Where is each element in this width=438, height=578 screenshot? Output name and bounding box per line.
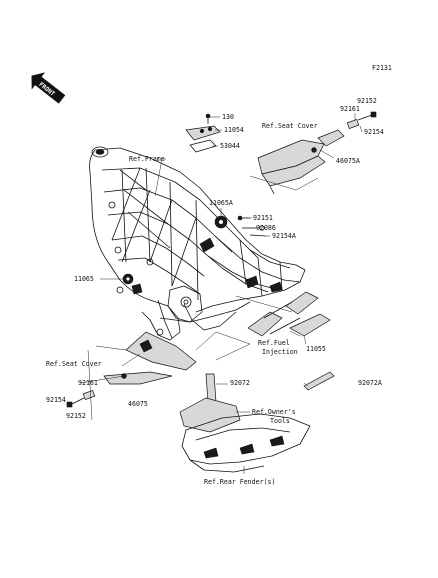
- label-92152-top: 92152: [357, 97, 377, 105]
- label-46075a: 46075A: [336, 157, 360, 165]
- label-11055: 11055: [306, 345, 326, 353]
- part-labels: 130 11054 53044 Ref.Frame Ref.Seat Cover…: [46, 97, 384, 486]
- label-11065: 11065: [74, 275, 94, 283]
- label-92154-top: 92154: [364, 128, 384, 136]
- label-11065a: 11065A: [209, 199, 233, 207]
- label-92072: 92072: [230, 379, 250, 387]
- grommet-11065-part: [122, 273, 134, 285]
- rear-fender-part: [181, 413, 311, 473]
- label-ref-fuel: Ref.Fuel: [258, 339, 290, 347]
- label-92154a: 92154A: [272, 232, 296, 240]
- label-ref-rear-fender: Ref.Rear Fender(s): [204, 478, 275, 486]
- diagram-code: F2131: [372, 64, 392, 72]
- strap-92072a-part: [303, 371, 335, 391]
- small-fasteners-part: [237, 215, 267, 237]
- label-11054: 11054: [224, 126, 244, 134]
- label-130: 130: [222, 113, 234, 121]
- label-53044: 53044: [220, 142, 240, 150]
- label-ref-seat-cover-bottom: Ref.Seat Cover: [46, 360, 102, 368]
- label-ref-seat-cover-top: Ref.Seat Cover: [262, 122, 318, 130]
- fuel-bracket-11055-part: [247, 291, 331, 337]
- label-92086: 92086: [256, 224, 276, 232]
- seat-bracket-46075-part: [103, 331, 197, 385]
- label-92154-bottom: 92154: [46, 396, 66, 404]
- front-arrow-icon: FRONT: [31, 72, 66, 104]
- label-ref-owners: Ref.Owner's: [252, 408, 296, 416]
- label-ref-fuel-injection: Injection: [262, 348, 298, 356]
- label-92161-bottom: 92161: [78, 379, 98, 387]
- label-92151: 92151: [253, 214, 273, 222]
- label-92152-bottom: 92152: [66, 412, 86, 420]
- label-46075: 46075: [128, 400, 148, 408]
- bracket-11054-part: [185, 113, 221, 141]
- label-92161-top: 92161: [340, 105, 360, 113]
- strap-92072-part: [179, 373, 241, 433]
- bolt-bottom-part: [66, 390, 96, 408]
- label-ref-frame: Ref.Frame: [129, 155, 165, 163]
- grommet-11065a-part: [214, 215, 228, 229]
- main-frame-part: [89, 146, 306, 341]
- seat-bracket-46075a-part: [257, 129, 345, 195]
- leader-lines: [79, 113, 363, 474]
- label-92072a: 92072A: [358, 379, 382, 387]
- assembly-brackets: [87, 175, 319, 421]
- label-ref-owners-tools: Tools: [270, 417, 290, 425]
- bolt-top-part: [346, 111, 377, 129]
